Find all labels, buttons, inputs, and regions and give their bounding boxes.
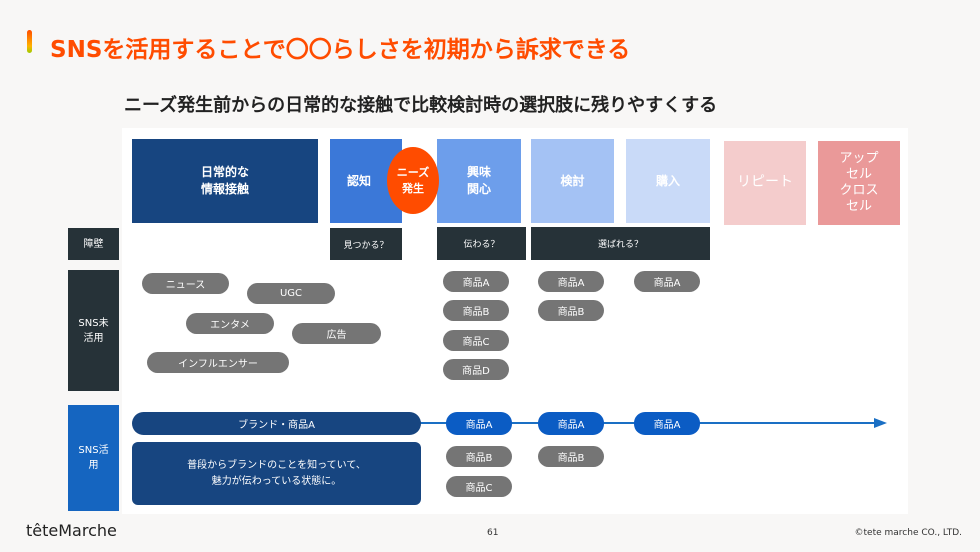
product-pill: 商品B [538,300,604,321]
company-logo: têteMarche [26,521,117,540]
barrier-chosen: 選ばれる？ [531,227,710,260]
title-accent-bar [27,30,32,53]
channel-pill: UGC [247,283,335,304]
channel-pill: インフルエンサー [147,352,289,373]
sns-state-description: 普段からブランドのことを知っていて、 魅力が伝わっている状態に。 [132,442,421,505]
product-pill: 商品A [538,271,604,292]
product-pill: 商品C [446,476,512,497]
stage-kento: 検討 [531,139,614,223]
product-pill: 商品B [443,300,509,321]
product-pill-highlight: 商品A [446,412,512,435]
row-label-sns: SNS活 用 [68,405,119,511]
stage-kyomi: 興味 関心 [437,139,521,223]
product-pill: 商品B [538,446,604,467]
barrier-convey: 伝わる？ [437,227,526,260]
brand-bar: ブランド・商品A [132,412,421,435]
page-subtitle: ニーズ発生前からの日常的な接触で比較検討時の選択肢に残りやすくする [124,95,718,116]
channel-pill: エンタメ [186,313,274,334]
stage-konyu: 購入 [626,139,710,223]
product-pill: 商品A [634,271,700,292]
stage-needs-oval: ニーズ 発生 [387,147,439,214]
product-pill-highlight: 商品A [538,412,604,435]
channel-pill: 広告 [292,323,381,344]
row-label-barrier: 障壁 [68,228,119,260]
arrow-head-icon [874,418,887,428]
product-pill: 商品D [443,359,509,380]
product-pill-highlight: 商品A [634,412,700,435]
copyright: ©tete marche CO., LTD. [854,528,962,538]
stage-daily: 日常的な 情報接触 [132,139,318,223]
stage-upsell: アップ セル クロス セル [818,141,900,225]
stage-repeat: リピート [724,141,806,225]
product-pill: 商品C [443,330,509,351]
product-pill: 商品A [443,271,509,292]
page-title: SNSを活用することで〇〇らしさを初期から訴求できる [50,37,631,63]
product-pill: 商品B [446,446,512,467]
row-label-no-sns: SNS未 活用 [68,270,119,391]
barrier-find: 見つかる？ [330,228,402,260]
page-number: 61 [487,528,499,538]
channel-pill: ニュース [142,273,229,294]
